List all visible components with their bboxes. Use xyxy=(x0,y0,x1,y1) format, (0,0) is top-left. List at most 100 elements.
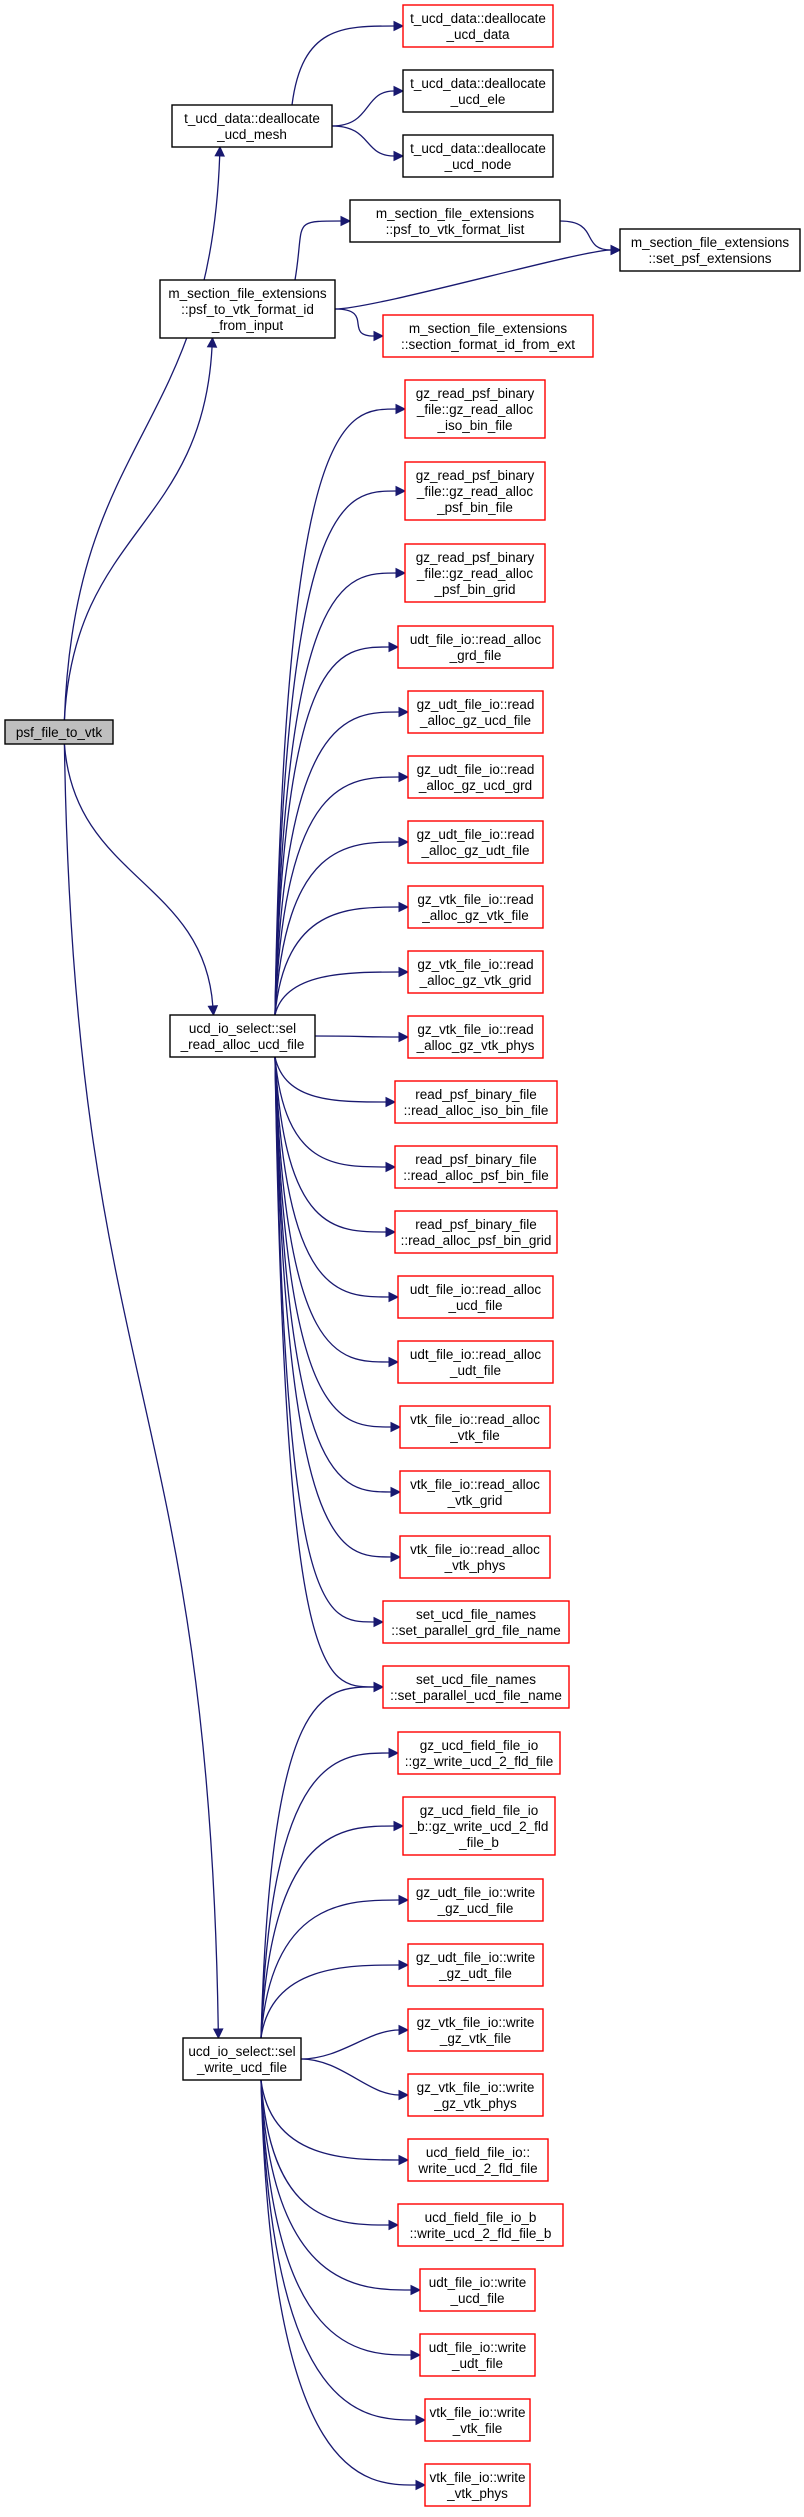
node-label: vtk_file_io::write xyxy=(429,2470,525,2485)
node-gz-vtk-read-alloc-gz-vtk-grid[interactable]: gz_vtk_file_io::read_alloc_gz_vtk_grid xyxy=(407,950,544,994)
node-gz-udt-read-alloc-gz-udt-file[interactable]: gz_udt_file_io::read_alloc_gz_udt_file xyxy=(407,820,544,864)
node-box xyxy=(407,2008,544,2052)
arrow-head-icon xyxy=(398,1894,410,1906)
node-psf-to-vtk-format-id[interactable]: m_section_file_extensions::psf_to_vtk_fo… xyxy=(159,279,336,339)
node-box xyxy=(407,690,544,734)
node-dealloc-ucd-ele[interactable]: t_ucd_data::deallocate_ucd_ele xyxy=(402,69,554,113)
node-sel-read-alloc-ucd-file[interactable]: ucd_io_select::sel_read_alloc_ucd_file xyxy=(169,1014,316,1058)
arrow-head-icon xyxy=(390,1486,402,1498)
node-dealloc-ucd-mesh[interactable]: t_ucd_data::deallocate_ucd_mesh xyxy=(171,104,333,148)
node-gz-vtk-write-gz-vtk-phys[interactable]: gz_vtk_file_io::write_gz_vtk_phys xyxy=(407,2073,544,2117)
node-label: udt_file_io::read_alloc xyxy=(410,1347,542,1362)
node-box xyxy=(399,1405,551,1449)
node-udt-write-ucd-file[interactable]: udt_file_io::write_ucd_file xyxy=(419,2268,536,2312)
node-label: gz_vtk_file_io::write xyxy=(417,2080,535,2095)
node-label: gz_udt_file_io::write xyxy=(416,1885,535,1900)
node-udt-read-alloc-ucd-file[interactable]: udt_file_io::read_alloc_ucd_file xyxy=(397,1275,554,1319)
node-gz-udt-read-alloc-gz-ucd-file[interactable]: gz_udt_file_io::read_alloc_gz_ucd_file xyxy=(407,690,544,734)
arrow-head-icon xyxy=(398,966,410,978)
node-box xyxy=(399,1470,551,1514)
arrow-head-icon xyxy=(398,901,410,913)
node-gz-read-alloc-psf-bin-file[interactable]: gz_read_psf_binary_file::gz_read_alloc_p… xyxy=(404,461,546,521)
node-vtk-read-alloc-vtk-file[interactable]: vtk_file_io::read_alloc_vtk_file xyxy=(399,1405,551,1449)
node-gz-vtk-read-alloc-gz-vtk-phys[interactable]: gz_vtk_file_io::read_alloc_gz_vtk_phys xyxy=(407,1015,544,1059)
arrow-head-icon xyxy=(393,85,405,97)
node-udt-read-alloc-grd-file[interactable]: udt_file_io::read_alloc_grd_file xyxy=(397,625,554,669)
node-vtk-write-vtk-file[interactable]: vtk_file_io::write_vtk_file xyxy=(424,2398,531,2442)
node-label: ::set_psf_extensions xyxy=(648,251,771,266)
arrow-head-icon xyxy=(373,330,385,342)
node-section-format-id-from-ext[interactable]: m_section_file_extensions::section_forma… xyxy=(382,314,594,358)
node-read-alloc-psf-bin-file[interactable]: read_psf_binary_file::read_alloc_psf_bin… xyxy=(394,1145,558,1189)
node-sel-write-ucd-file[interactable]: ucd_io_select::sel_write_ucd_file xyxy=(182,2037,302,2081)
node-box xyxy=(402,4,554,48)
node-label: ucd_io_select::sel xyxy=(189,1021,296,1036)
arrow-head-icon xyxy=(398,836,410,848)
node-udt-read-alloc-udt-file[interactable]: udt_file_io::read_alloc_udt_file xyxy=(397,1340,554,1384)
node-label: _alloc_gz_vtk_grid xyxy=(419,973,532,988)
node-label: vtk_file_io::read_alloc xyxy=(410,1477,540,1492)
call-edge xyxy=(274,1056,385,1628)
node-label: _vtk_phys xyxy=(446,2486,508,2501)
node-write-ucd-2-fld-file[interactable]: ucd_field_file_io::write_ucd_2_fld_file xyxy=(407,2138,549,2182)
node-label: _ucd_data xyxy=(445,27,510,42)
node-vtk-write-vtk-phys[interactable]: vtk_file_io::write_vtk_phys xyxy=(424,2463,531,2507)
arrow-head-icon xyxy=(388,1747,400,1759)
node-set-parallel-grd-file-name[interactable]: set_ucd_file_names::set_parallel_grd_fil… xyxy=(382,1600,570,1644)
call-edge xyxy=(314,1031,410,1043)
node-write-ucd-2-fld-file-b[interactable]: ucd_field_file_io_b::write_ucd_2_fld_fil… xyxy=(397,2203,564,2247)
node-box xyxy=(402,1796,556,1856)
node-gz-read-alloc-psf-bin-grid[interactable]: gz_read_psf_binary_file::gz_read_alloc_p… xyxy=(404,543,546,603)
call-edge xyxy=(260,2079,427,2491)
node-read-alloc-iso-bin-file[interactable]: read_psf_binary_file::read_alloc_iso_bin… xyxy=(394,1080,558,1124)
node-label: ucd_field_file_io:: xyxy=(426,2145,530,2160)
arrow-head-icon xyxy=(395,567,407,579)
node-gz-read-alloc-iso-bin-file[interactable]: gz_read_psf_binary_file::gz_read_alloc_i… xyxy=(404,379,546,439)
node-vtk-read-alloc-vtk-phys[interactable]: vtk_file_io::read_alloc_vtk_phys xyxy=(399,1535,551,1579)
node-label: set_ucd_file_names xyxy=(416,1607,536,1622)
call-edge xyxy=(260,1894,410,2039)
node-label: ::read_alloc_psf_bin_grid xyxy=(401,1233,552,1248)
node-label: ::write_ucd_2_fld_file_b xyxy=(410,2226,552,2241)
arrow-head-icon xyxy=(398,1031,410,1043)
node-dealloc-ucd-node[interactable]: t_ucd_data::deallocate_ucd_node xyxy=(402,134,554,178)
node-box xyxy=(402,134,554,178)
node-box xyxy=(4,719,114,745)
node-gz-udt-read-alloc-gz-ucd-grd[interactable]: gz_udt_file_io::read_alloc_gz_ucd_grd xyxy=(407,755,544,799)
call-edge xyxy=(63,743,219,1017)
node-label: write_ucd_2_fld_file xyxy=(417,2161,537,2176)
node-gz-udt-write-gz-ucd-file[interactable]: gz_udt_file_io::write_gz_ucd_file xyxy=(407,1878,544,1922)
node-label: _vtk_file xyxy=(449,1428,500,1443)
node-box xyxy=(382,1665,570,1709)
node-gz-udt-write-gz-udt-file[interactable]: gz_udt_file_io::write_gz_udt_file xyxy=(407,1943,544,1987)
node-gz-vtk-write-gz-vtk-file[interactable]: gz_vtk_file_io::write_gz_vtk_file xyxy=(407,2008,544,2052)
node-box xyxy=(349,199,561,243)
node-psf-to-vtk-format-list[interactable]: m_section_file_extensions::psf_to_vtk_fo… xyxy=(349,199,561,243)
node-udt-write-udt-file[interactable]: udt_file_io::write_udt_file xyxy=(419,2333,536,2377)
node-set-psf-extensions[interactable]: m_section_file_extensions::set_psf_exten… xyxy=(619,228,801,272)
node-box xyxy=(382,1600,570,1644)
node-label: ::psf_to_vtk_format_id xyxy=(181,302,314,317)
node-read-alloc-psf-bin-grid[interactable]: read_psf_binary_file::read_alloc_psf_bin… xyxy=(394,1210,558,1254)
node-dealloc-ucd-data[interactable]: t_ucd_data::deallocate_ucd_data xyxy=(402,4,554,48)
call-edge xyxy=(331,125,405,162)
call-edge xyxy=(274,1056,400,1368)
arrow-head-icon xyxy=(340,215,352,227)
node-set-parallel-ucd-file-name[interactable]: set_ucd_file_names::set_parallel_ucd_fil… xyxy=(382,1665,570,1709)
arrow-head-icon xyxy=(388,2219,400,2231)
node-label: udt_file_io::write xyxy=(429,2340,527,2355)
node-box xyxy=(397,2203,564,2247)
node-label: _read_alloc_ucd_file xyxy=(180,1037,305,1052)
node-label: ucd_field_file_io_b xyxy=(425,2210,537,2225)
arrow-head-icon xyxy=(415,2414,427,2426)
node-label: vtk_file_io::read_alloc xyxy=(410,1542,540,1557)
node-box xyxy=(382,314,594,358)
node-label: gz_vtk_file_io::write xyxy=(417,2015,535,2030)
node-gz-write-ucd-2-fld-file[interactable]: gz_ucd_field_file_io::gz_write_ucd_2_fld… xyxy=(397,1731,561,1775)
node-label: _alloc_gz_udt_file xyxy=(420,843,529,858)
call-edge xyxy=(260,2079,400,2231)
node-gz-write-ucd-2-fld-file-b[interactable]: gz_ucd_field_file_io_b::gz_write_ucd_2_f… xyxy=(402,1796,556,1856)
node-vtk-read-alloc-vtk-grid[interactable]: vtk_file_io::read_alloc_vtk_grid xyxy=(399,1470,551,1514)
node-box xyxy=(407,755,544,799)
node-gz-vtk-read-alloc-gz-vtk-file[interactable]: gz_vtk_file_io::read_alloc_gz_vtk_file xyxy=(407,885,544,929)
